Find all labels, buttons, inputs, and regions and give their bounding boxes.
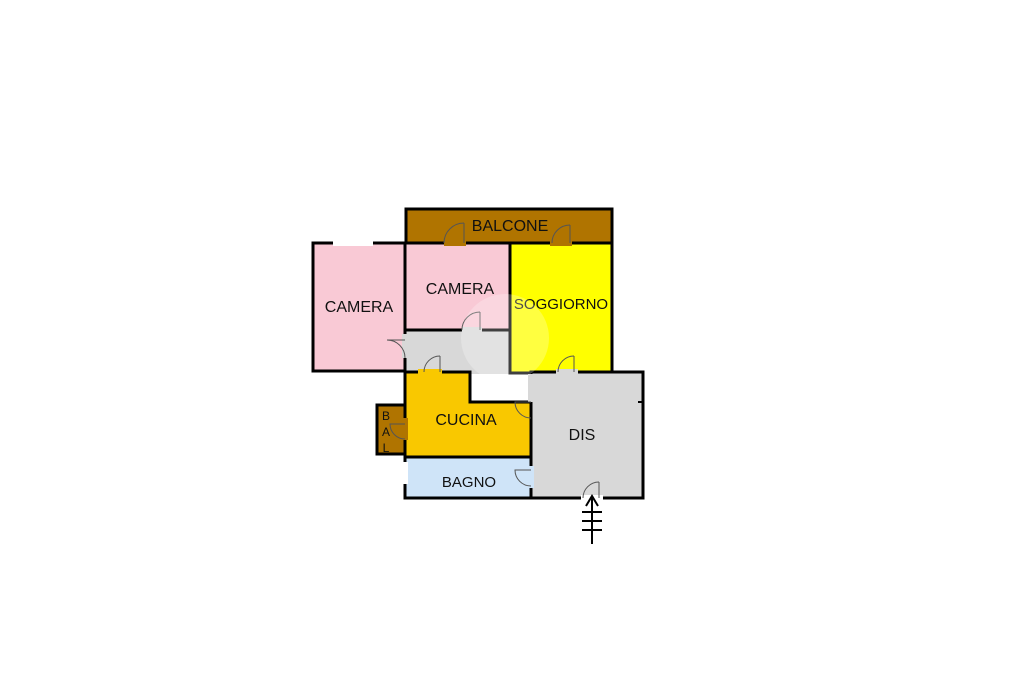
entrance-stairs-arrow bbox=[582, 494, 602, 544]
label-camera-right: CAMERA bbox=[426, 281, 495, 298]
label-dis: DIS bbox=[569, 427, 596, 444]
label-bal-l: L bbox=[383, 441, 390, 455]
door-swings bbox=[386, 222, 600, 499]
room-soggiorno bbox=[508, 241, 614, 375]
label-soggiorno: SOGGIORNO bbox=[514, 296, 608, 313]
label-camera-left: CAMERA bbox=[325, 299, 394, 316]
watermark-logo bbox=[461, 294, 549, 382]
label-bagno: BAGNO bbox=[442, 474, 496, 491]
room-camera-right bbox=[406, 243, 510, 330]
label-balcone: BALCONE bbox=[472, 218, 548, 235]
label-bal-a: A bbox=[382, 425, 390, 439]
label-bal-b: B bbox=[382, 409, 390, 423]
label-cucina: CUCINA bbox=[435, 412, 497, 429]
door-openings bbox=[402, 327, 534, 402]
